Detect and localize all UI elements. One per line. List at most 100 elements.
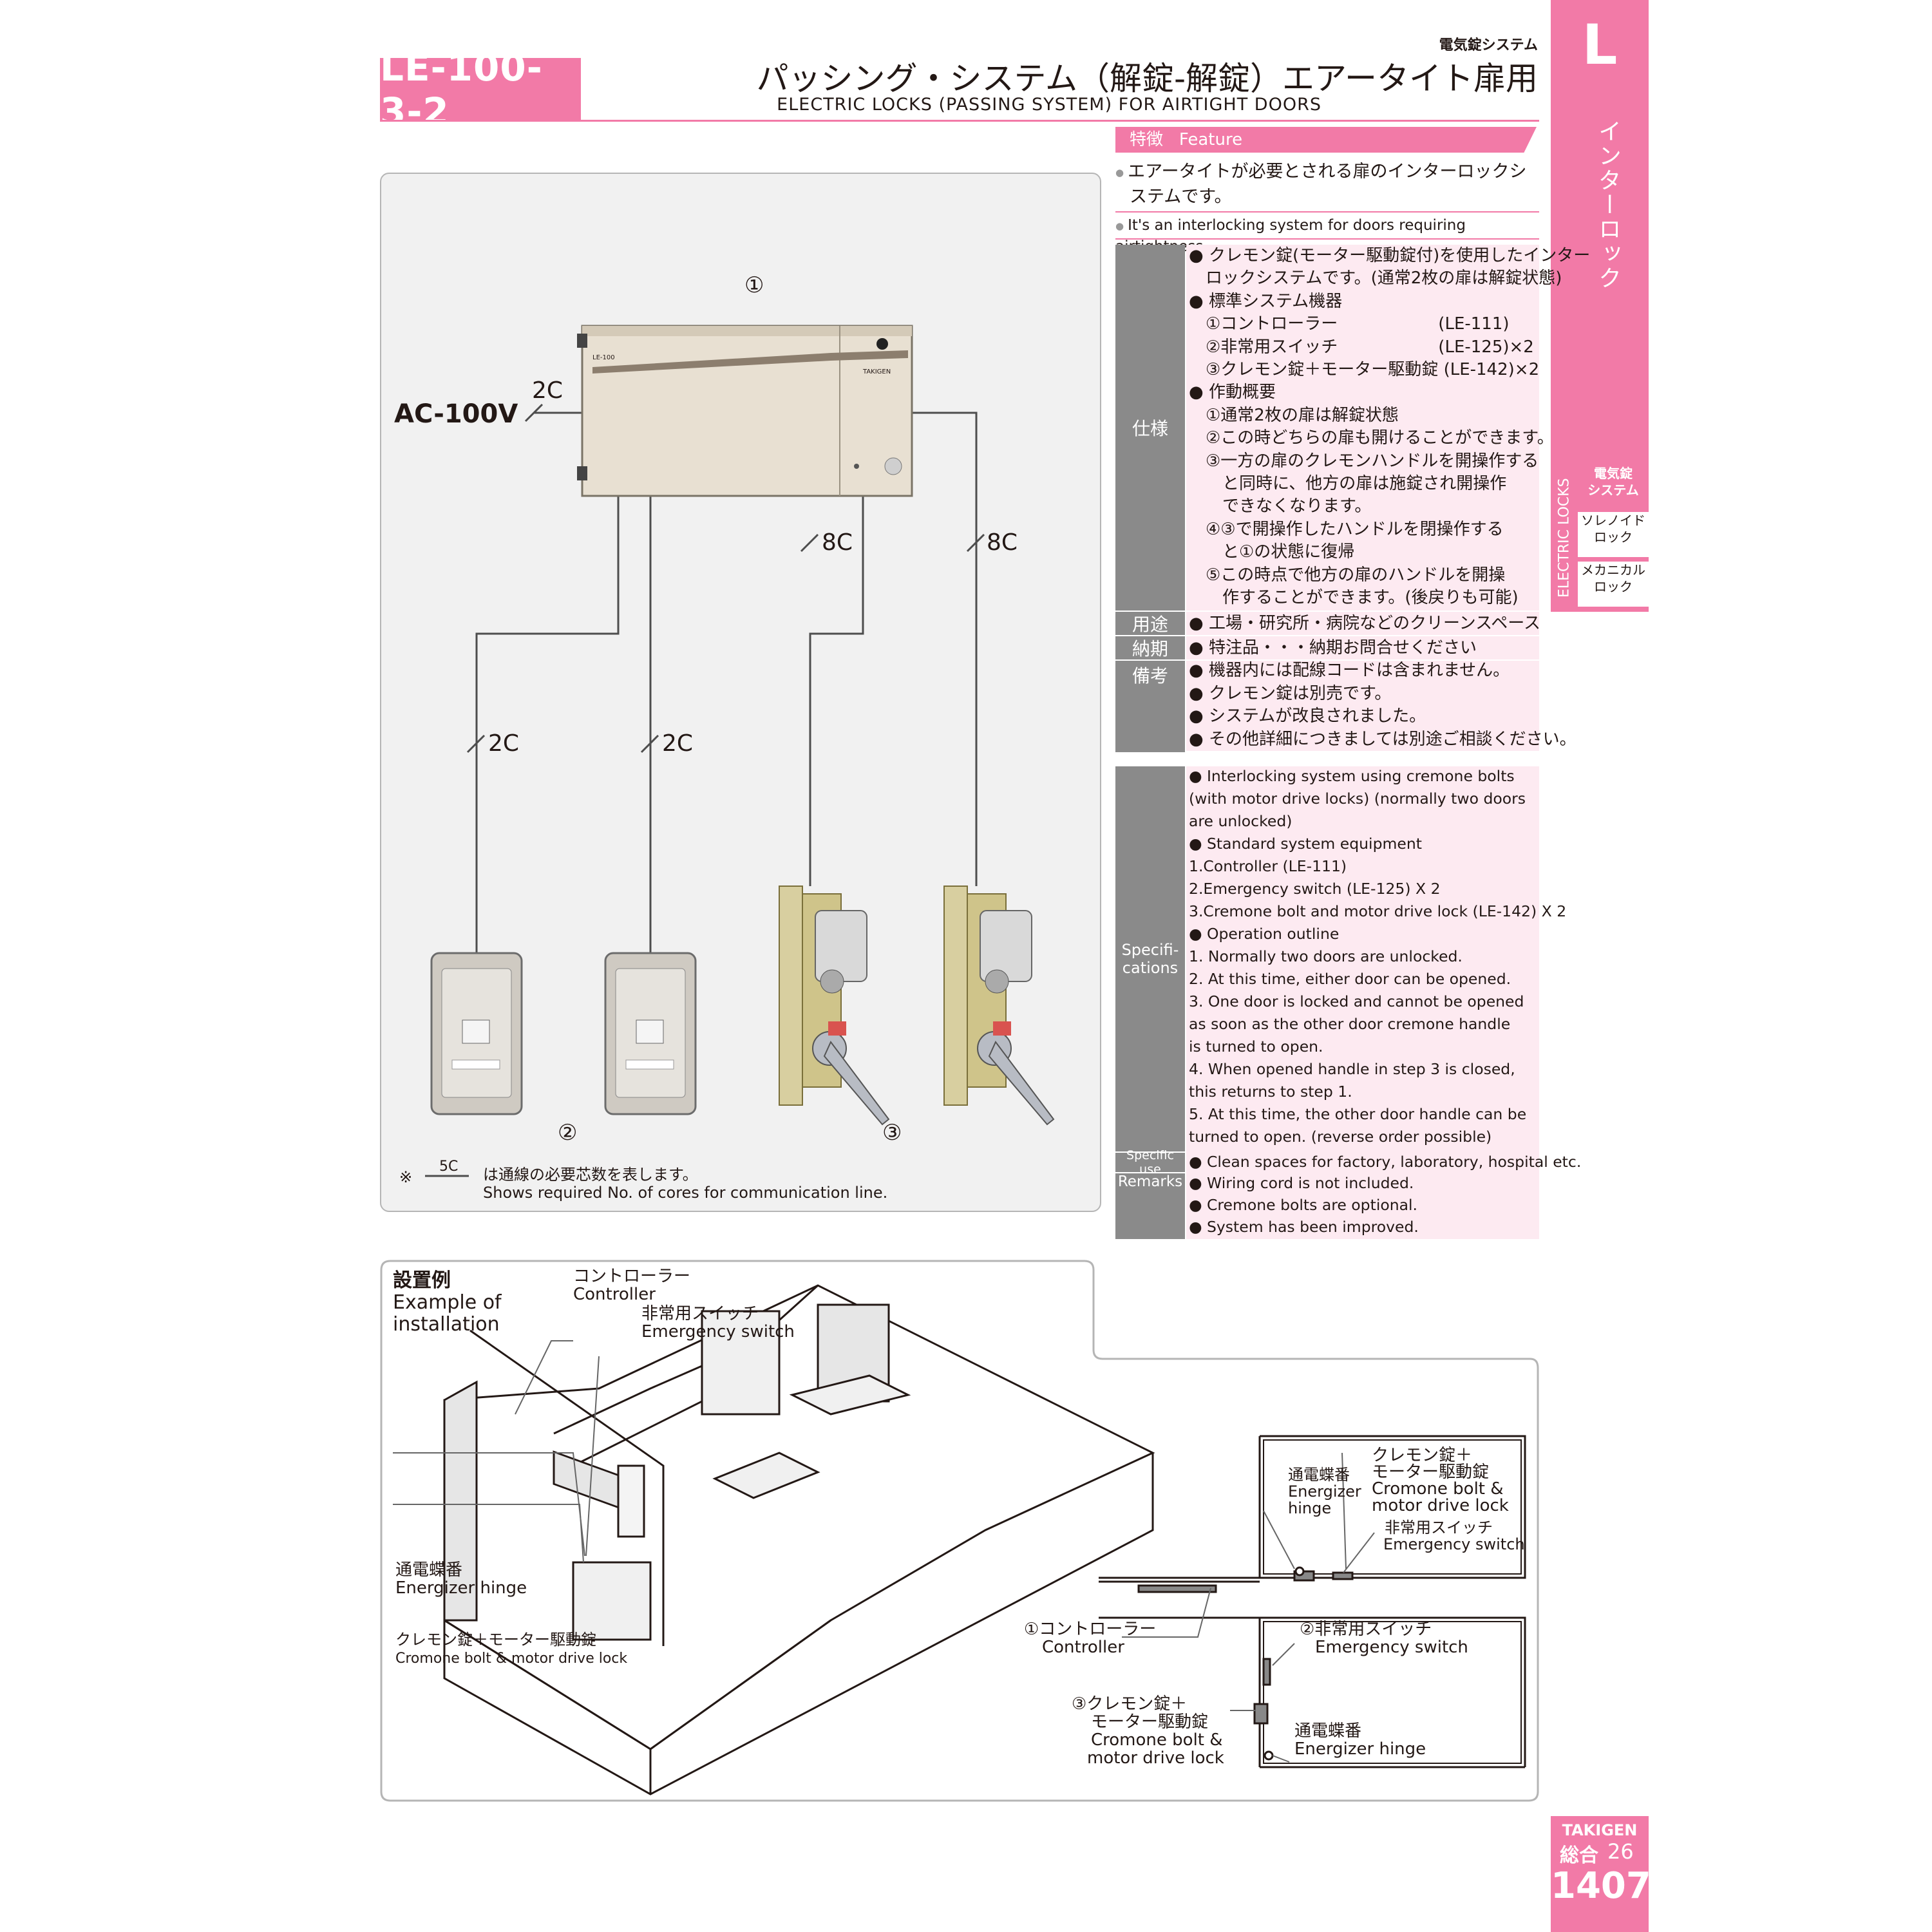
spec-jp-line: ● クレモン錠(モーター駆動錠付)を使用したインター [1189, 246, 1591, 265]
plan-cremone-jp2: モーター駆動錠 [1372, 1463, 1489, 1482]
plan-cremone2-en1: Cromone bolt & [1091, 1730, 1223, 1750]
spec-en-line: this returns to step 1. [1189, 1083, 1352, 1101]
spec-jp-line: ①通常2枚の扉は解錠状態 [1189, 405, 1399, 425]
feature-heading-en: Feature [1179, 130, 1243, 149]
category-label: 電気錠システム [1439, 37, 1538, 53]
spec-jp-panel [1186, 245, 1539, 751]
plan-controller-jp: ①コントローラー [1024, 1620, 1156, 1639]
spec-en-use: ● Clean spaces for factory, laboratory, … [1189, 1153, 1582, 1171]
plan-hinge2-jp: 通電蝶番 [1294, 1721, 1361, 1741]
page-number: 1407 [1551, 1865, 1651, 1907]
note-jp: は通線の必要芯数を表します。 [483, 1166, 698, 1184]
spec-en-line: ● Standard system equipment [1189, 835, 1422, 853]
spec-en-remark: ● Cremone bolts are optional. [1189, 1196, 1418, 1214]
callout-controller-en: Controller [573, 1285, 656, 1304]
spec-en-list: ● Interlocking system using cremone bolt… [1189, 765, 1567, 1148]
plan-cremone2-jp2: モーター駆動錠 [1091, 1712, 1208, 1732]
plan-cremone-en2: motor drive lock [1372, 1496, 1509, 1515]
wire-to-lock-2 [912, 412, 978, 886]
spec-en-remark: ● System has been improved. [1189, 1218, 1419, 1236]
feature-en-divider [1115, 238, 1539, 240]
controller-model-label: LE-100 [592, 354, 615, 361]
plan-hinge-jp: 通電蝶番 [1288, 1466, 1350, 1484]
side-index-item-system[interactable]: 電気錠 システム [1587, 466, 1639, 498]
callout-cremone-en: Cromone bolt & motor drive lock [395, 1651, 627, 1667]
spec-divider [1186, 635, 1539, 636]
feature-heading-jp: 特徴 [1130, 130, 1164, 149]
cremone-lock-2 [943, 886, 1055, 1126]
wire-label-lock2: 8C [987, 529, 1018, 556]
spec-jp-line: と①の状態に復帰 [1189, 542, 1355, 562]
label-use-jp: 用途 [1115, 612, 1185, 635]
spec-divider [1186, 659, 1539, 661]
plan-emg2-en: Emergency switch [1315, 1638, 1468, 1657]
feature-jp-line2: ステムです。 [1130, 186, 1232, 207]
label-use-en: Specific use [1115, 1148, 1185, 1177]
spec-jp-line: ④③で開操作したハンドルを閉操作する [1189, 519, 1504, 539]
feature-heading: 特徴 Feature [1115, 127, 1537, 153]
spec-jp-remark: ● その他詳細につきましては別途ご相談ください。 [1189, 729, 1577, 749]
spec-jp-line: ②この時どちらの扉も開けることができます。 [1189, 428, 1554, 448]
spec-en-line: 3.Cremone bolt and motor drive lock (LE-… [1189, 902, 1567, 920]
callout-controller-jp: コントローラー [573, 1267, 690, 1286]
page-title: パッシング・システム（解錠-解錠）エアータイト扉用 [756, 60, 1538, 97]
spec-en-line: are unlocked) [1189, 812, 1293, 830]
isometric-room [443, 1284, 1155, 1795]
plan-cremone-jp1: クレモン錠＋ [1372, 1446, 1472, 1465]
note-wire-label: 5C [439, 1159, 458, 1175]
spec-jp-line: と同時に、他方の扉は施錠され開操作 [1189, 474, 1507, 494]
plan-controller-en: Controller [1042, 1638, 1124, 1657]
spec-en-line: ● Interlocking system using cremone bolt… [1189, 767, 1515, 785]
spec-en-line: ● Operation outline [1189, 925, 1340, 943]
wire-label-sw1: 2C [488, 730, 519, 757]
index-tab [1551, 0, 1649, 464]
spec-jp-line: ロックシステムです。(通常2枚の扉は解錠状態) [1189, 269, 1562, 289]
plan-emg-en: Emergency switch [1383, 1535, 1525, 1553]
emergency-switch-2 [604, 952, 697, 1115]
callout-hinge-jp: 通電蝶番 [395, 1560, 462, 1580]
plan-emg-jp: 非常用スイッチ [1385, 1519, 1493, 1537]
callout-cremone-jp: クレモン錠＋モーター駆動錠 [395, 1631, 596, 1649]
install-title-en2: installation [393, 1313, 500, 1336]
feature-text-jp: エアータイトが必要とされる扉のインターロックシ ステムです。 [1115, 160, 1540, 209]
diagram-num-3: ③ [882, 1120, 902, 1146]
spec-jp-line: ● 標準システム機器 [1189, 291, 1343, 311]
wire-to-switch-1 [475, 496, 620, 953]
page-subtitle: ELECTRIC LOCKS (PASSING SYSTEM) FOR AIRT… [777, 95, 1321, 115]
footer-brand: TAKIGEN [1562, 1821, 1638, 1839]
side-index-item-solenoid[interactable]: ソレノイド ロック [1578, 512, 1649, 557]
wire-label-sw2: 2C [662, 730, 693, 757]
spec-en-line: 3. One door is locked and cannot be open… [1189, 992, 1524, 1010]
callout-hinge-en: Energizer hinge [395, 1578, 527, 1598]
label-spec-en: Specifi- cations [1115, 766, 1185, 1151]
note-en: Shows required No. of cores for communic… [483, 1184, 887, 1202]
spec-jp-remark: ● システムが改良されました。 [1189, 706, 1426, 726]
plan-cremone2-en2: motor drive lock [1087, 1748, 1224, 1768]
plan-cremone-en1: Cromone bolt & [1372, 1479, 1504, 1499]
spec-en-line: 2.Emergency switch (LE-125) X 2 [1189, 880, 1441, 898]
callout-emg-en: Emergency switch [641, 1322, 795, 1341]
spec-en-remarks: ● Wiring cord is not included. ● Cremone … [1189, 1172, 1419, 1238]
spec-en-line: 1. Normally two doors are unlocked. [1189, 947, 1463, 965]
spec-en-line: (with motor drive locks) (normally two d… [1189, 790, 1526, 808]
spec-jp-line: ⑤この時点で他方の扉のハンドルを開操 [1189, 565, 1506, 585]
spec-jp-line: ③一方の扉のクレモンハンドルを開操作する [1189, 451, 1539, 471]
emergency-switch-1 [430, 952, 523, 1115]
index-tab-title: インターロック [1595, 119, 1621, 290]
spec-en-remark: ● Wiring cord is not included. [1189, 1174, 1414, 1192]
index-tab-letter: L [1582, 13, 1618, 77]
diagram-num-2: ② [558, 1120, 577, 1146]
callout-emg-jp: 非常用スイッチ [641, 1304, 759, 1323]
spec-en-line: turned to open. (reverse order possible) [1189, 1128, 1492, 1146]
product-code-badge: LE-100-3-2 [380, 46, 581, 133]
spec-divider [1186, 611, 1539, 612]
side-index-item-mechanical[interactable]: メカニカル ロック [1578, 562, 1649, 607]
cremone-lock-1 [779, 886, 890, 1126]
note-mark: ※ [399, 1168, 412, 1186]
feature-jp-line1: エアータイトが必要とされる扉のインターロックシ [1115, 160, 1540, 185]
spec-jp-use: ● 工場・研究所・病院などのクリーンスペース [1189, 614, 1541, 633]
label-remarks-en: Remarks [1115, 1173, 1185, 1239]
page-number-badge [1551, 1816, 1649, 1932]
label-remarks-jp: 備考 [1115, 661, 1185, 752]
spec-jp-remarks: ● 機器内には配線コードは含まれません。● クレモン錠は別売です。● システムが… [1189, 659, 1577, 751]
